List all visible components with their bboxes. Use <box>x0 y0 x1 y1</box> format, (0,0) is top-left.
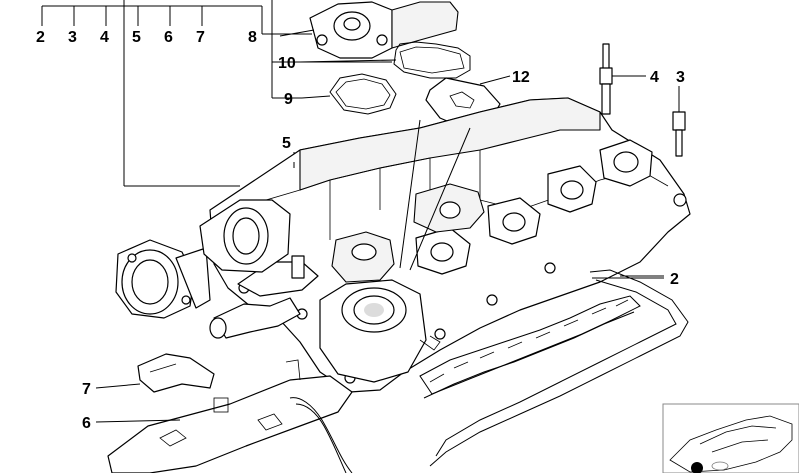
car-thumbnail <box>662 403 799 473</box>
hose-line <box>289 397 353 473</box>
callout-3-right: 3 <box>676 69 685 86</box>
gasket-9 <box>329 73 397 115</box>
bottom-plate-6 <box>95 359 353 473</box>
bolt-3 <box>672 86 686 157</box>
callout-10: 10 <box>278 55 296 72</box>
callout-2-right: 2 <box>670 271 679 288</box>
callout-12: 12 <box>512 69 530 86</box>
breather-housing <box>319 279 441 383</box>
callout-9: 9 <box>284 91 293 108</box>
gasket-10 <box>393 41 471 79</box>
callout-5-mid: 5 <box>282 135 291 152</box>
callout-6-top: 6 <box>164 29 173 46</box>
callout-6-left: 6 <box>82 415 91 432</box>
callout-2-top: 2 <box>36 29 45 46</box>
callout-4-right: 4 <box>650 69 659 86</box>
bolt-4 <box>599 43 646 115</box>
intake-flange <box>115 199 291 319</box>
callout-8-top: 8 <box>248 29 257 46</box>
callout-3-top: 3 <box>68 29 77 46</box>
seal-chain <box>419 295 641 399</box>
callout-7-left: 7 <box>82 381 91 398</box>
callout-4-top: 4 <box>100 29 109 46</box>
top-cover-part <box>309 1 459 59</box>
callout-5-top: 5 <box>132 29 141 46</box>
leader-lines <box>279 29 664 277</box>
gasket-2 <box>429 269 689 467</box>
clip-7 <box>95 353 215 393</box>
callout-7-top: 7 <box>196 29 205 46</box>
car-position-marker <box>691 462 703 473</box>
